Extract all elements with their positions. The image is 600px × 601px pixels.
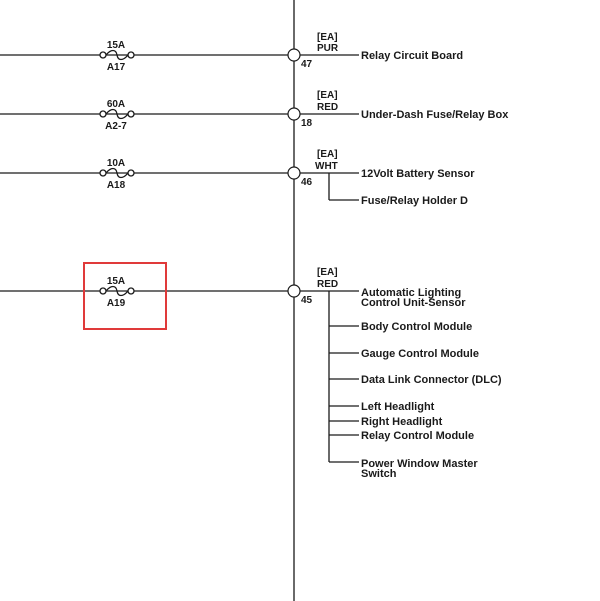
dest-data-link-connector: Data Link Connector (DLC)	[361, 374, 502, 386]
fuse-rating-a18: 10A	[107, 158, 125, 169]
wire-color-a17: PUR	[317, 43, 339, 54]
dest-body-control-module: Body Control Module	[361, 321, 472, 333]
circuit-a17: 15A A17 [EA] PUR 47 Relay Circuit Board	[0, 32, 463, 73]
dest-fuse-relay-holder-d: Fuse/Relay Holder D	[361, 195, 468, 207]
dest-relay-control-module: Relay Control Module	[361, 430, 474, 442]
circuit-a2-7: 60A A2-7 [EA] RED 18 Under-Dash Fuse/Rel…	[0, 90, 509, 132]
dest-relay-circuit-board: Relay Circuit Board	[361, 50, 463, 62]
pin-number-45: 45	[301, 295, 313, 306]
pin-number-18: 18	[301, 118, 313, 129]
connector-pin-45[interactable]	[287, 284, 301, 298]
pin-number-46: 46	[301, 177, 313, 188]
dest-power-window-line1: Power Window Master	[361, 458, 478, 470]
wire-color-a2-7: RED	[317, 102, 338, 113]
connector-code-a17: [EA]	[317, 32, 338, 43]
fuse-rating-a2-7: 60A	[107, 99, 125, 110]
fuse-a19[interactable]	[99, 285, 135, 297]
fuse-a2-7[interactable]	[99, 108, 135, 120]
dest-left-headlight: Left Headlight	[361, 401, 435, 413]
fuse-a18[interactable]	[99, 167, 135, 179]
wire-color-a18: WHT	[315, 161, 338, 172]
dest-under-dash-fuse-relay-box: Under-Dash Fuse/Relay Box	[361, 109, 509, 121]
fuse-id-a19: A19	[107, 298, 126, 309]
fuse-id-a18: A18	[107, 180, 126, 191]
dest-right-headlight: Right Headlight	[361, 416, 443, 428]
fuse-rating-a17: 15A	[107, 40, 125, 51]
dest-12volt-battery-sensor: 12Volt Battery Sensor	[361, 168, 475, 180]
circuit-a18: 10A A18 [EA] WHT 46 12Volt Battery Senso…	[0, 149, 475, 207]
connector-pin-46[interactable]	[287, 166, 301, 180]
dest-gauge-control-module: Gauge Control Module	[361, 348, 479, 360]
dest-automatic-lighting-line1: Automatic Lighting	[361, 287, 461, 299]
highlight-box-a19	[83, 262, 167, 330]
pin-number-47: 47	[301, 59, 313, 70]
fuse-rating-a19: 15A	[107, 276, 125, 287]
wire-color-a19: RED	[317, 279, 338, 290]
connector-code-a2-7: [EA]	[317, 90, 338, 101]
connector-pin-47[interactable]	[287, 48, 301, 62]
connector-pin-18[interactable]	[287, 107, 301, 121]
dest-automatic-lighting-line2: Control Unit-Sensor	[361, 297, 466, 309]
circuit-a19: 15A A19 [EA] RED 45 Automatic Lighting C…	[0, 262, 502, 480]
dest-power-window-line2: Switch	[361, 468, 397, 480]
fuse-a17[interactable]	[99, 49, 135, 61]
connector-code-a19: [EA]	[317, 267, 338, 278]
fuse-id-a17: A17	[107, 62, 126, 73]
connector-code-a18: [EA]	[317, 149, 338, 160]
fuse-id-a2-7: A2-7	[105, 121, 127, 132]
